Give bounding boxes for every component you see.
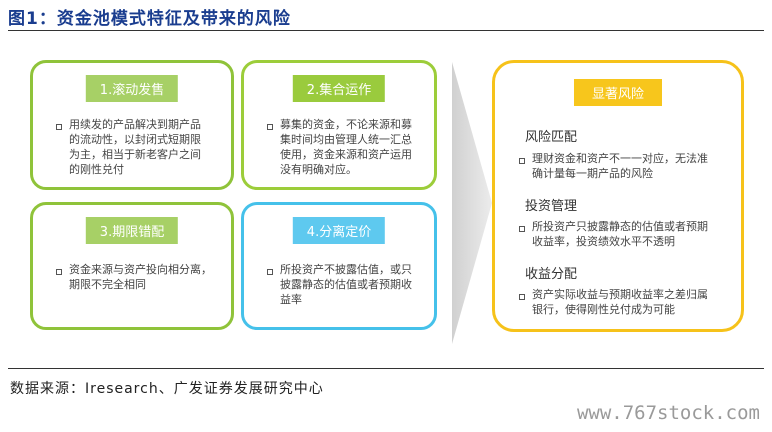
card-tag: 4.分离定价 (292, 217, 386, 244)
bullet-square (56, 269, 62, 275)
bullet-square (519, 158, 525, 164)
bullet-square (267, 124, 273, 130)
top-rule (8, 30, 764, 31)
figure-title: 图1：资金池模式特征及带来的风险 (8, 9, 291, 29)
card-separate-pricing: 4.分离定价 所投资产不披露估值，或只披露静态的估值或者预期收 益率 (241, 202, 437, 330)
card-text: 资金来源与资产投向相分离，期限不完全相同 (69, 263, 212, 291)
bullet-square (519, 294, 525, 300)
card-pooled-operation: 2.集合运作 募集的资金，不论来源和募集时间均由管理人统一汇总 使用，资金来源和… (241, 60, 437, 190)
data-source: 数据来源：Iresearch、广发证券发展研究中心 (10, 381, 324, 397)
bullet-square (56, 124, 62, 130)
card-text: 所投资产不披露估值，或只披露静态的估值或者预期收 益率 (280, 263, 412, 306)
chevron-arrow-icon (452, 62, 492, 344)
risk-tag: 显著风险 (573, 79, 663, 106)
risk-heading-investment: 投资管理 (525, 199, 578, 214)
card-tag: 1.滚动发售 (85, 75, 179, 102)
bullet-square (519, 226, 525, 232)
card-text: 用续发的产品解决到期产品的流动性，以封闭式短期限 为主，相当于新老客户之间的刚性… (69, 118, 201, 176)
risk-text: 资产实际收益与预期收益率之差归属银行，使得刚性兑付成为可能 (532, 288, 708, 316)
card-text: 募集的资金，不论来源和募集时间均由管理人统一汇总 使用，资金来源和资产运用没有明… (280, 118, 412, 176)
card-rolling-issuance: 1.滚动发售 用续发的产品解决到期产品的流动性，以封闭式短期限 为主，相当于新老… (30, 60, 234, 190)
card-maturity-mismatch: 3.期限错配 资金来源与资产投向相分离，期限不完全相同 (30, 202, 234, 330)
risk-heading-matching: 风险匹配 (525, 130, 578, 145)
watermark: www.767stock.com (576, 402, 760, 424)
card-tag: 3.期限错配 (85, 217, 179, 244)
risk-text: 理财资金和资产不一一对应，无法准确计量每一期产品的风险 (532, 152, 708, 180)
risk-heading-distribution: 收益分配 (525, 267, 578, 282)
bottom-rule (8, 368, 764, 369)
card-significant-risks: 显著风险 风险匹配 理财资金和资产不一一对应，无法准确计量每一期产品的风险 投资… (492, 60, 744, 332)
card-tag: 2.集合运作 (292, 75, 386, 102)
bullet-square (267, 269, 273, 275)
risk-text: 所投资产只披露静态的估值或者预期收益率，投资绩效水平不透明 (532, 220, 708, 248)
